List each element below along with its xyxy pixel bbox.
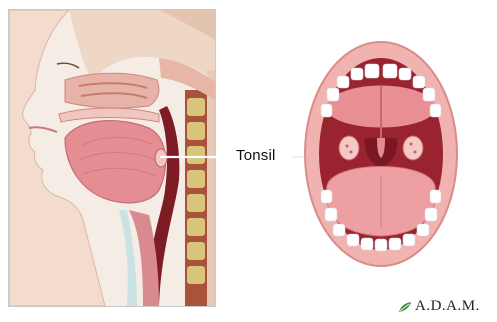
spine-vertebrae	[185, 90, 207, 306]
head-cross-section-illustration	[8, 9, 216, 307]
adam-credit: A.D.A.M.	[398, 298, 480, 315]
tonsil-label: Tonsil	[236, 147, 276, 164]
adam-brand-text: A.D.A.M.	[415, 298, 480, 315]
open-mouth-illustration	[303, 38, 461, 270]
head-cross-section-drawing	[9, 10, 215, 306]
open-mouth-drawing	[303, 38, 461, 270]
adam-leaf-logo-icon	[398, 300, 412, 314]
